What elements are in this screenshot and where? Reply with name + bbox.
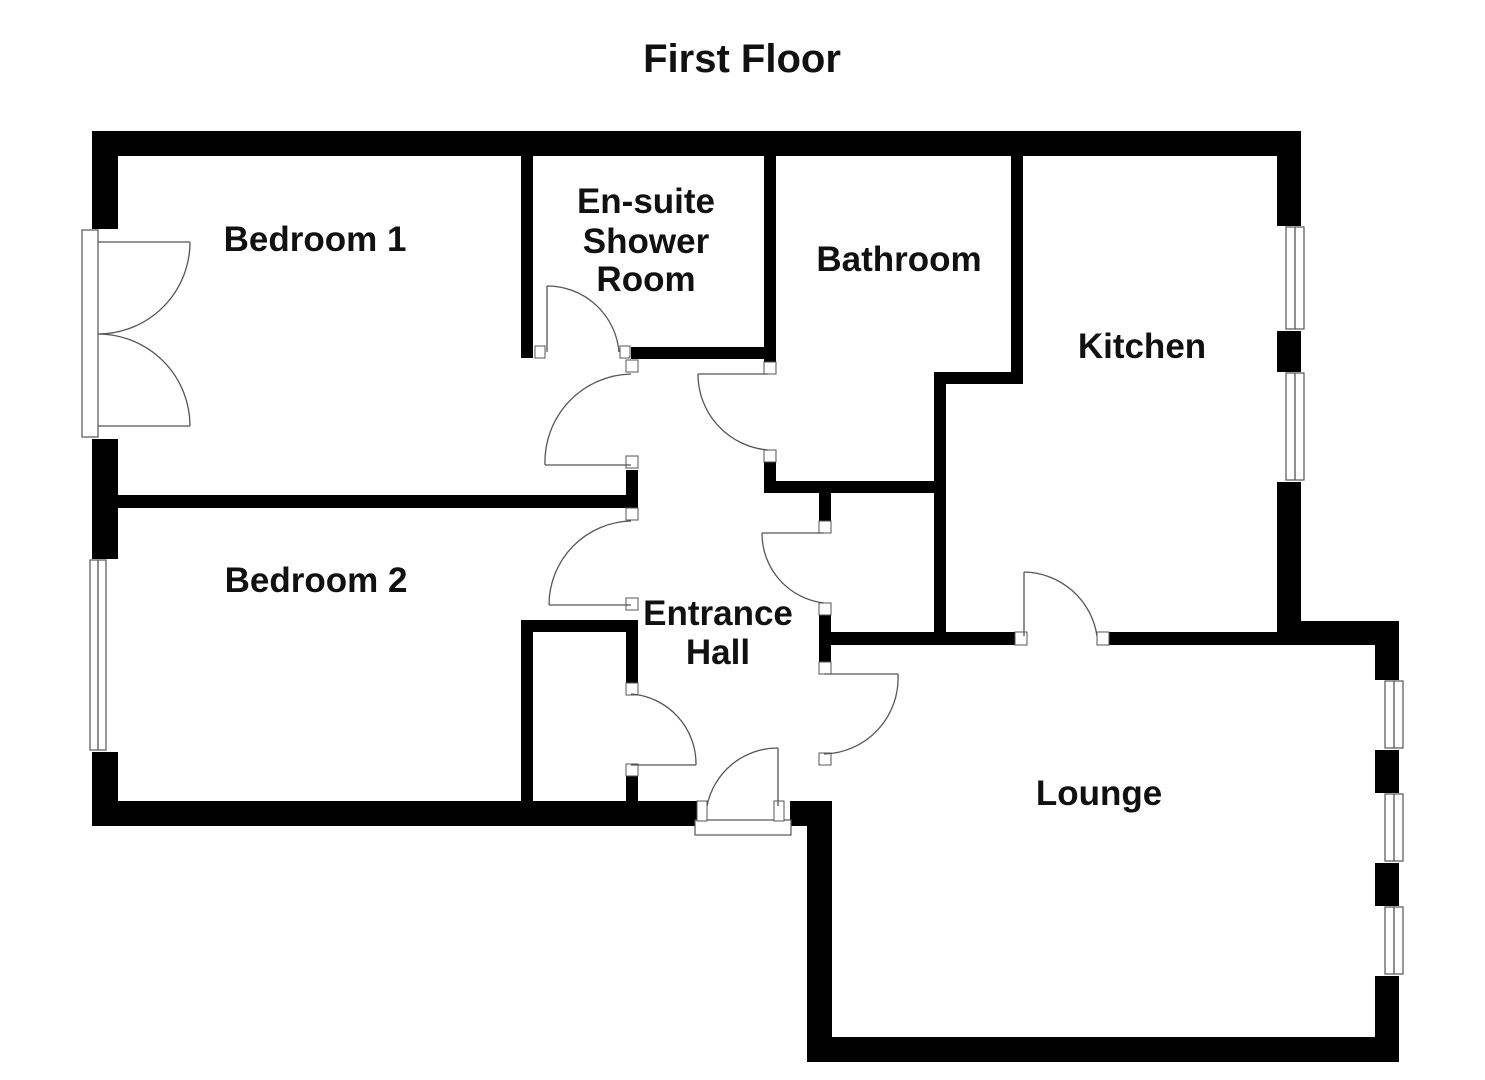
room-label-ensuite-line-2: Shower bbox=[583, 222, 710, 261]
wall-outer-bottom-left bbox=[92, 801, 697, 826]
ensuite-door-jamb-left bbox=[534, 345, 546, 359]
doors bbox=[534, 285, 1110, 836]
bathroom-door-jamb-bottom bbox=[763, 449, 777, 463]
wall-bed1-bed2 bbox=[110, 495, 638, 508]
room-label-ensuite-line-1: En-suite bbox=[577, 182, 715, 221]
bed2-door-jamb-top bbox=[625, 507, 639, 521]
room-label-entrance-hall-line-2: Hall bbox=[686, 633, 750, 672]
wall-outer-top bbox=[92, 131, 1301, 156]
bed1-patio-arc-lower bbox=[97, 333, 191, 427]
kitchen-door-jamb-left bbox=[1014, 631, 1028, 646]
wall-bathroom-bottom bbox=[764, 481, 946, 493]
wall-kitchen-bottom-left bbox=[820, 632, 1020, 645]
kitchen-door-jamb-right bbox=[1096, 631, 1110, 646]
store-door-jamb-bottom bbox=[625, 763, 639, 777]
lounge-door-arc bbox=[823, 673, 899, 755]
bed1-patio-frame bbox=[81, 229, 99, 438]
front-door-arc bbox=[706, 747, 779, 807]
wall-bed1-ensuite bbox=[521, 150, 533, 358]
wall-cupboard-stub bbox=[819, 481, 831, 521]
wall-ensuite-bottom bbox=[631, 347, 776, 359]
bed1-door-jamb-top bbox=[625, 359, 639, 373]
store-door-jamb-top bbox=[625, 682, 639, 696]
wall-bed2-store-top bbox=[521, 620, 638, 632]
wall-kitchen-bottom-right bbox=[1104, 632, 1301, 645]
wall-bathroom-kitchen bbox=[1011, 150, 1023, 384]
lounge-door-jamb-bottom bbox=[818, 752, 832, 766]
cupboard-door-jamb-top bbox=[818, 520, 832, 534]
cupboard-door-arc bbox=[761, 532, 825, 604]
room-label-ensuite-line-3: Room bbox=[596, 260, 695, 299]
kitchen-door-arc bbox=[1023, 571, 1098, 637]
wall-front-door-right-stub bbox=[790, 801, 832, 826]
wall-store-hall-upper bbox=[626, 620, 638, 685]
bathroom-door-jamb-top bbox=[763, 361, 777, 375]
wall-lounge-left bbox=[807, 801, 832, 1062]
ensuite-door-jamb-right bbox=[619, 345, 631, 359]
wall-outer-bottom-lounge bbox=[807, 1037, 1399, 1062]
wall-hall-left-upper bbox=[626, 470, 638, 508]
room-label-kitchen: Kitchen bbox=[1078, 327, 1206, 366]
room-labels: Bedroom 1 En-suite Shower Room Bathroom … bbox=[224, 182, 1207, 813]
bed2-door-arc bbox=[548, 520, 632, 606]
wall-ensuite-bathroom bbox=[764, 150, 776, 362]
wall-hall-lounge-stub bbox=[819, 605, 831, 662]
bed1-door-jamb-bottom bbox=[625, 455, 639, 469]
ensuite-door-arc bbox=[546, 285, 620, 353]
bathroom-door-arc bbox=[697, 373, 769, 451]
room-label-entrance-hall-line-1: Entrance bbox=[643, 594, 793, 633]
front-door-jamb-right bbox=[773, 800, 785, 822]
windows bbox=[81, 226, 1404, 976]
floor-title: First Floor bbox=[643, 37, 841, 81]
bed2-door-jamb-bottom bbox=[625, 597, 639, 611]
room-label-bedroom-1: Bedroom 1 bbox=[224, 220, 407, 259]
lounge-door-jamb-top bbox=[818, 661, 832, 675]
wall-kitchen-left bbox=[934, 372, 946, 636]
bed1-door-arc bbox=[544, 373, 632, 466]
front-door-threshold bbox=[694, 819, 792, 836]
room-label-bedroom-2: Bedroom 2 bbox=[225, 561, 408, 600]
wall-bathroom-kitchen-step bbox=[934, 372, 1023, 384]
cupboard-door-jamb-bottom bbox=[818, 602, 832, 616]
bed1-patio-arc-upper bbox=[97, 241, 191, 335]
room-label-bathroom: Bathroom bbox=[816, 240, 981, 279]
wall-bathroom-door-stub bbox=[764, 459, 776, 493]
front-door-jamb-left bbox=[696, 800, 708, 822]
wall-bed2-store-side bbox=[521, 620, 533, 820]
store-door-arc bbox=[630, 693, 697, 766]
room-label-lounge: Lounge bbox=[1036, 774, 1162, 813]
